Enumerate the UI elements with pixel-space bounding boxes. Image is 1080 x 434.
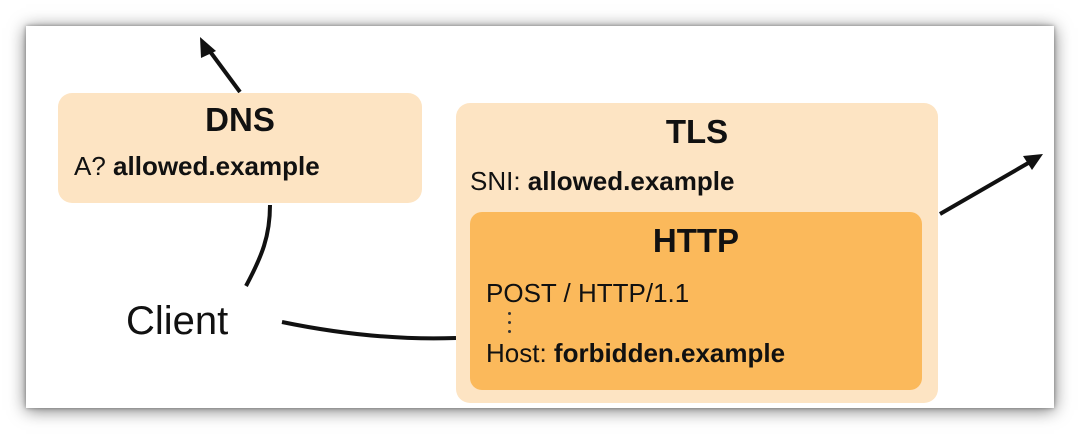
tls-sni-value: allowed.example [527,166,735,196]
dns-arrowhead-icon [200,37,216,58]
dns-query-value: allowed.example [113,151,320,181]
http-host-value: forbidden.example [553,338,786,368]
dns-title: DNS [205,101,275,138]
client-to-tls-connector [281,320,457,341]
dns-query: A? allowed.example [74,151,320,182]
ellipsis-icon [508,312,514,336]
tls-sni: SNI: allowed.example [470,166,734,197]
http-box: HTTP POST / HTTP/1.1 Host: forbidden.exa… [470,212,922,390]
tls-sni-prefix: SNI: [470,166,528,196]
http-host: Host: forbidden.example [486,338,785,369]
http-title: HTTP [652,222,740,259]
http-host-prefix: Host: [486,338,554,368]
http-request-line: POST / HTTP/1.1 [486,278,690,308]
dns-outgoing-arrow [204,44,242,94]
tls-title: TLS [665,113,729,150]
client-label: Client [126,299,229,343]
tls-arrowhead-icon [1023,154,1043,170]
client-to-dns-connector [244,204,272,287]
dns-query-prefix: A? [74,151,114,181]
tls-outgoing-arrow [938,160,1032,216]
dns-box: DNS A? allowed.example [58,93,422,203]
